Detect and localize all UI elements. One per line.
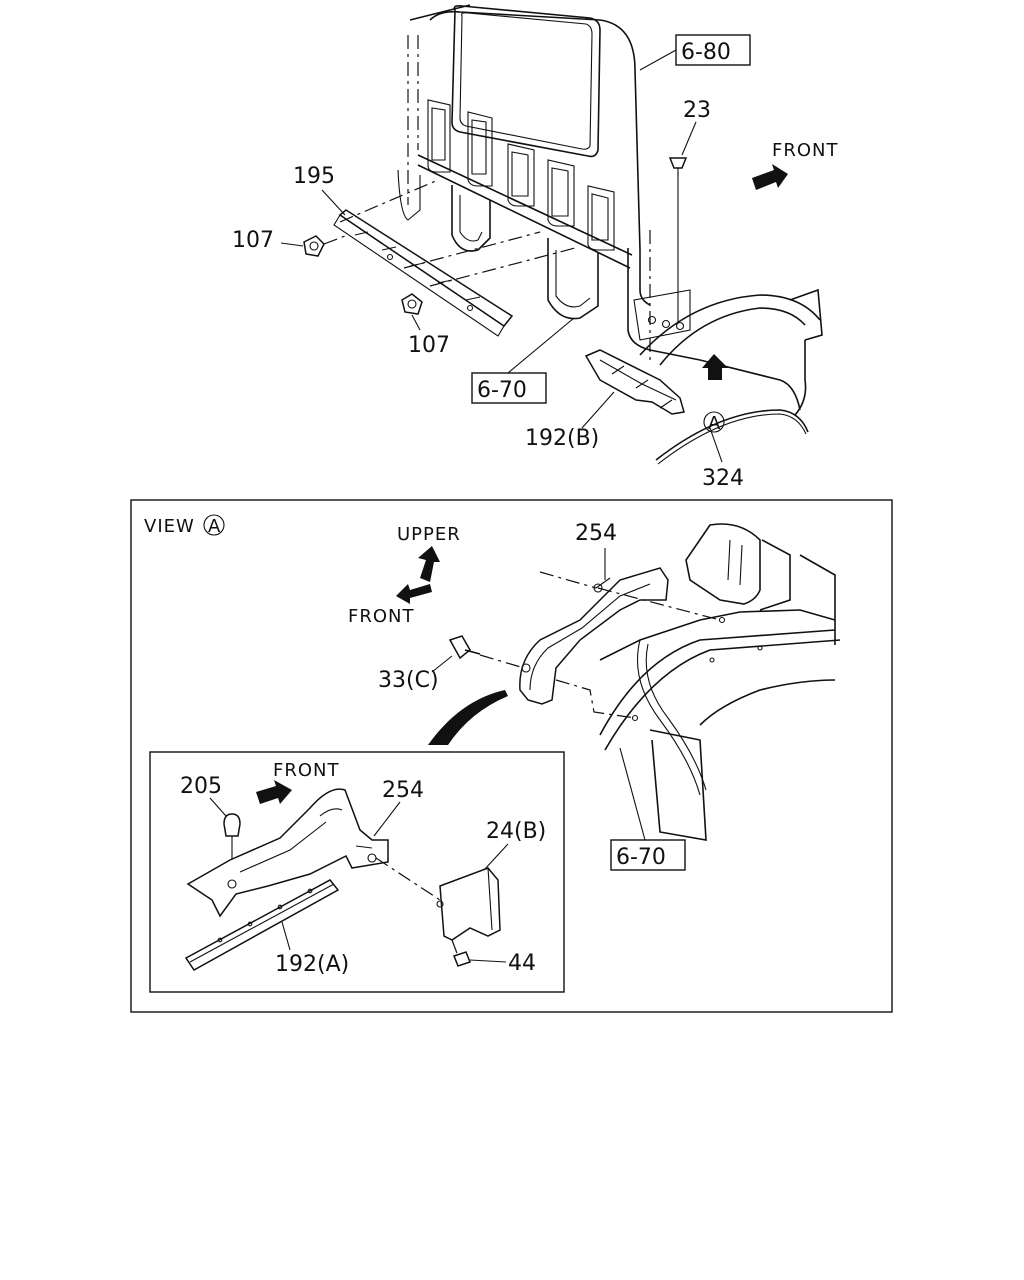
- part-324-strip: [655, 409, 809, 465]
- view-a-title-marker-circle: [203, 514, 225, 536]
- view-a-part-254-bracket: [479, 567, 721, 719]
- label-upper: UPPER: [397, 524, 461, 545]
- label-part-33c: 33(C): [378, 668, 439, 693]
- front-direction-arrow: FRONT: [752, 140, 839, 190]
- label-part-44: 44: [508, 951, 536, 976]
- label-ref-6-70-view-a: 6-70: [616, 845, 666, 870]
- view-a-arrow: A: [702, 354, 728, 434]
- label-front-view-a: FRONT: [348, 606, 415, 627]
- part-44-screw: [453, 951, 507, 967]
- label-ref-6-80: 6-80: [681, 40, 731, 65]
- cab-rear-panel: [397, 4, 823, 416]
- part-195-rail: [333, 179, 576, 337]
- label-part-195: 195: [293, 164, 335, 189]
- ref-box-6-70-top: 6-70: [471, 372, 547, 404]
- label-part-324: 324: [702, 466, 744, 491]
- view-a-frame: [130, 499, 893, 1013]
- ref-box-6-80: 6-80: [675, 34, 751, 66]
- label-part-205: 205: [180, 774, 222, 799]
- label-part-254-view-a: 254: [575, 521, 617, 546]
- inset-front-arrow: FRONT: [256, 760, 340, 804]
- label-part-24b: 24(B): [486, 819, 546, 844]
- inset-detail-frame: [149, 751, 565, 993]
- label-part-107-a: 107: [232, 228, 274, 253]
- part-107-nut-b: [401, 293, 423, 315]
- label-view-a-marker: A: [708, 413, 721, 434]
- label-part-23: 23: [683, 98, 711, 123]
- part-192a-strip: [184, 879, 340, 971]
- label-front-inset: FRONT: [273, 760, 340, 781]
- ref-box-6-70-view-a: 6-70: [610, 839, 686, 871]
- label-part-107-b: 107: [408, 333, 450, 358]
- label-front-top: FRONT: [772, 140, 839, 161]
- view-a-fender: [599, 523, 841, 841]
- detail-pointer-arrow: [428, 690, 508, 745]
- label-part-192a: 192(A): [275, 952, 349, 977]
- label-ref-6-70-top: 6-70: [477, 378, 527, 403]
- label-view-a-title: VIEW: [144, 516, 195, 537]
- label-part-192b: 192(B): [525, 426, 599, 451]
- label-part-254-inset: 254: [382, 778, 424, 803]
- part-23-clip: [668, 157, 688, 176]
- inset-part-254-bracket: [186, 788, 441, 918]
- part-205-clip: [223, 813, 241, 878]
- part-107-nut-a: [303, 235, 346, 257]
- part-24b-cover: [436, 867, 501, 957]
- label-view-a-title-marker: A: [208, 516, 221, 537]
- upper-front-arrows: UPPER FRONT: [348, 524, 461, 627]
- part-192b-bracket: [584, 349, 685, 415]
- part-33c-bolt: [448, 635, 481, 660]
